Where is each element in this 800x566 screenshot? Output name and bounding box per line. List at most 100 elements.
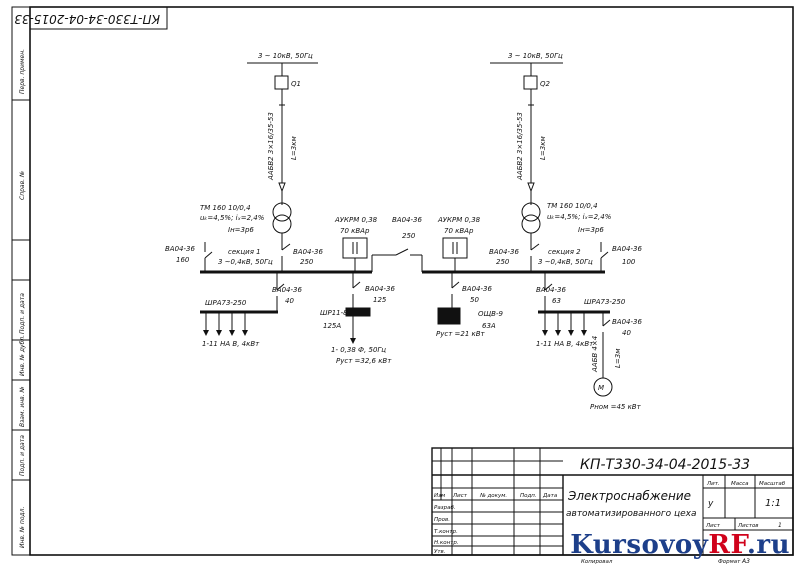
panel-shr11-params: 1- 0,38 Ф, 50Гц	[331, 346, 386, 354]
left-transformer: ТМ 160 10/0,4	[200, 204, 251, 212]
label-listov: Листов	[737, 523, 759, 529]
comp-left-name: АУКРМ 0,38	[334, 216, 378, 224]
compensator-right	[442, 237, 468, 259]
right-breaker-main-val: 250	[496, 258, 510, 266]
left-breaker-main: ВА04-36	[293, 248, 323, 256]
right-busway: ШРА73-250	[584, 298, 626, 306]
transformer-left-secondary	[272, 214, 292, 234]
right-breaker-motor: ВА04-36	[612, 318, 642, 326]
right-supply: 3 ~ 10кВ, 50Гц	[508, 52, 563, 60]
comp-right-name: АУКРМ 0,38	[437, 216, 481, 224]
right-transformer-params: uₖ=4,5%; iₓ=2,4%	[547, 213, 612, 221]
col-podp: Подп.	[520, 493, 537, 499]
watermark-logo: KursovoyRF.ru	[570, 530, 790, 560]
left-cable: ААБВ2 3×16/35-53	[267, 112, 275, 181]
panel-shr11-name: ШР11-8	[320, 309, 348, 317]
panel-oshv-val: 63А	[482, 322, 496, 330]
margin-podp-data-2: Подп. и дата	[19, 435, 26, 476]
motor-letter: М	[598, 384, 604, 392]
right-breaker-main: ВА04-36	[489, 248, 519, 256]
masshtab-value: 1:1	[765, 498, 781, 509]
left-current-sensor: Iн=3р6	[228, 226, 254, 234]
panel-oshv-name: ОЩВ-9	[478, 310, 503, 318]
right-load: 1-11 НА В, 4кВт	[536, 340, 594, 348]
right-cable: ААБВ2 3×16/35-53	[516, 112, 524, 181]
motor-cable-len: L=3м	[614, 348, 622, 368]
motor-symbol	[593, 377, 613, 397]
left-q-label: Q1	[291, 80, 301, 88]
row-prov: Пров.	[434, 517, 450, 523]
col-izm: Изм	[434, 493, 445, 499]
comp-left-power: 70 кВАр	[340, 227, 370, 235]
comp-right-power: 70 кВАр	[444, 227, 474, 235]
margin-sprav-no: Справ. №	[19, 171, 26, 200]
disconnector-q2	[523, 75, 538, 90]
left-breaker-feed: ВА04-36	[272, 286, 302, 294]
col-data: Дата	[542, 493, 558, 499]
listov-value: 1	[778, 522, 782, 529]
left-load: 1-11 НА В, 4кВт	[202, 340, 260, 348]
left-breaker-160: ВА04-36	[165, 245, 195, 253]
left-breaker-feed-val: 40	[285, 297, 294, 305]
left-supply: 3 ~ 10кВ, 50Гц	[258, 52, 313, 60]
lit-value: у	[707, 499, 714, 509]
col-doc: № докум.	[479, 493, 507, 499]
section-1-params: 3 ~0,4кВ, 50Гц	[218, 258, 273, 266]
margin-perv-primen: Перв. примен.	[19, 49, 26, 94]
format-value: А3	[741, 558, 750, 565]
row-tkontr: Т.контр.	[434, 529, 458, 535]
right-breaker-feed-val: 63	[552, 297, 561, 305]
right-breaker-motor-val: 40	[622, 329, 631, 337]
kopiroval: Копировал	[581, 559, 613, 565]
center-left-breaker-val: 125	[373, 296, 387, 304]
panel-oshv-power: Pуст =21 кВт	[436, 330, 486, 338]
title-code: КП-Т330-34-04-2015-33	[580, 457, 750, 473]
transformer-left-primary	[272, 202, 292, 222]
row-nkontr: Н.контр.	[434, 540, 459, 546]
margin-inv-dubl: Инв. № дубл.	[19, 335, 26, 376]
center-left-breaker: ВА04-36	[365, 285, 395, 293]
label-list: Лист	[705, 523, 721, 529]
section-2-params: 3 ~0,4кВ, 50Гц	[538, 258, 593, 266]
title-line-1: Электроснабжение	[567, 489, 691, 503]
right-breaker-feed: ВА04-36	[536, 286, 566, 294]
transformer-right-primary	[521, 202, 541, 222]
rotated-code-text: КП-Т330-34-04-2015-33	[14, 12, 160, 26]
left-transformer-params: uₖ=4,5%; iₓ=2,4%	[200, 214, 265, 222]
section-1: секция 1	[228, 248, 261, 256]
margin-vzam-inv: Взам. инв. №	[19, 386, 26, 427]
margin-podp-data-1: Подп. и дата	[19, 293, 26, 334]
right-breaker-100: ВА04-36	[612, 245, 642, 253]
transformer-right-secondary	[521, 214, 541, 234]
right-q-label: Q2	[540, 80, 551, 88]
left-breaker-160-val: 160	[176, 256, 190, 264]
left-busway: ШРА73-250	[205, 299, 247, 307]
left-cable-len: L=3км	[290, 136, 298, 160]
tie-breaker-val: 250	[402, 232, 416, 240]
right-breaker-100-val: 100	[622, 258, 636, 266]
compensator-left	[342, 237, 368, 259]
tie-breaker: ВА04-36	[392, 216, 422, 224]
right-current-sensor: Iн=3р6	[578, 226, 604, 234]
section-2: секция 2	[548, 248, 581, 256]
row-utv: Утв.	[434, 549, 446, 555]
disconnector-q1	[274, 75, 289, 90]
panel-shr11	[345, 307, 371, 317]
panel-shr11-val: 125А	[323, 322, 341, 330]
right-cable-len: L=3км	[539, 136, 547, 160]
panel-oshv	[437, 307, 461, 325]
title-block	[431, 447, 794, 556]
row-razrab: Разраб.	[434, 505, 456, 511]
motor-power: Pном =45 кВт	[590, 403, 642, 411]
margin-inv-podl: Инв. № подл.	[19, 507, 26, 548]
head-massa: Масса	[731, 481, 749, 487]
rotated-code-box	[29, 6, 168, 30]
col-list: Лист	[452, 493, 468, 499]
right-transformer: ТМ 160 10/0,4	[547, 202, 598, 210]
center-right-breaker: ВА04-36	[462, 285, 492, 293]
left-breaker-main-val: 250	[300, 258, 314, 266]
head-masshtab: Масштаб	[759, 481, 786, 487]
center-right-breaker-val: 50	[470, 296, 479, 304]
title-line-2: автоматизированного цеха	[566, 509, 697, 519]
